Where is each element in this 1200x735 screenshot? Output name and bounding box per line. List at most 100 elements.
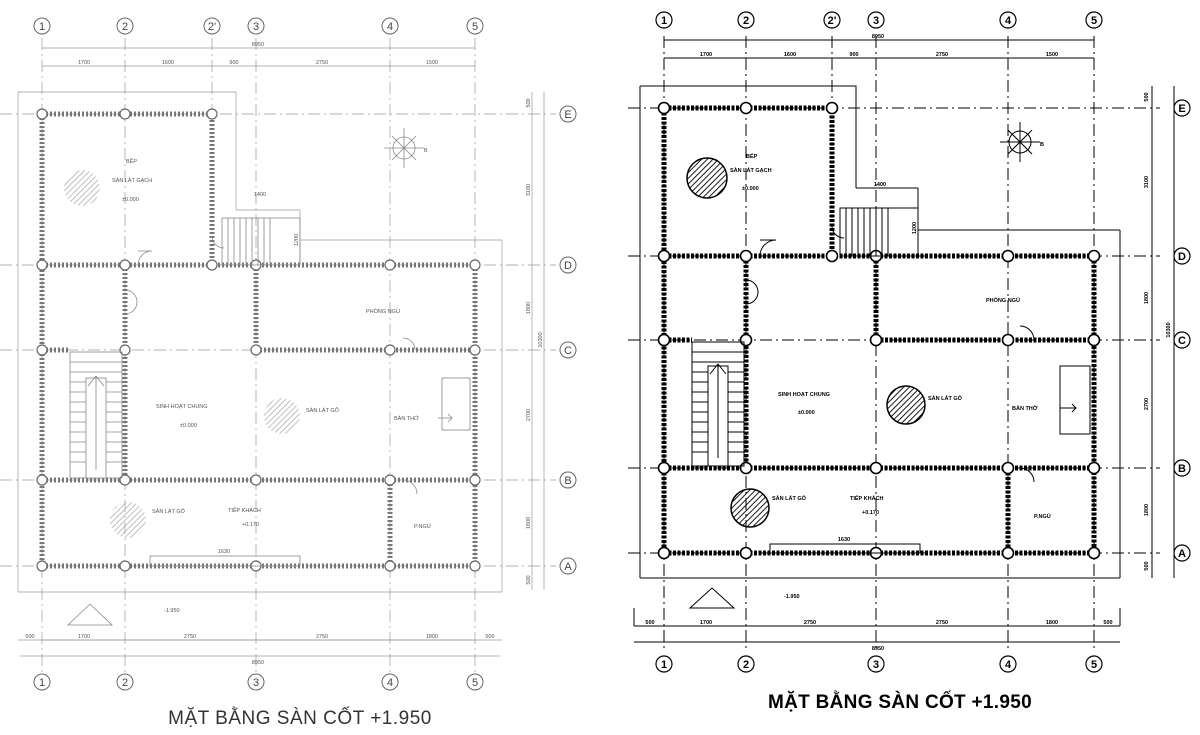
axis-label: C <box>1178 335 1186 347</box>
room-level-bep: ±0.000 <box>122 197 139 203</box>
dim-right: 500 <box>526 575 532 584</box>
dim-top: 1500 <box>1046 52 1058 58</box>
dim-right: 500 <box>526 98 532 107</box>
room-level-tiep-khach: +0.170 <box>862 510 879 516</box>
dim-right: 1800 <box>526 517 532 529</box>
floor-note: SÀN LÁT GỖ <box>306 407 340 414</box>
dim-bottom: 1700 <box>700 620 712 626</box>
stair-dim-width: 1400 <box>874 182 886 188</box>
dim-total-top: 8950 <box>872 34 884 40</box>
room-level-bep: ±0.000 <box>742 186 759 192</box>
stair-dim-height: 1200 <box>294 234 300 246</box>
room-label-p-ngu: P.NGỦ <box>1034 513 1051 520</box>
room-level-sinh-hoat: ±0.000 <box>798 410 815 416</box>
dim-right: 500 <box>1144 561 1150 570</box>
axis-label: A <box>1178 548 1186 560</box>
axis-label: 2 <box>743 659 749 671</box>
dim-right: 1800 <box>1144 504 1150 516</box>
dim-bottom: 500 <box>25 634 34 640</box>
axis-label: C <box>564 345 572 357</box>
dim-right: 3100 <box>1144 176 1150 188</box>
dim-top: 2750 <box>316 60 328 66</box>
dim-total-bottom: 8950 <box>252 660 264 666</box>
axis-label: 2' <box>828 15 837 27</box>
axis-label: 3 <box>873 15 879 27</box>
dim-total-top: 8950 <box>252 42 264 48</box>
axis-label: 4 <box>1005 659 1012 671</box>
room-label-ban-tho: BÀN THỜ <box>394 415 419 422</box>
dim-bottom: 1800 <box>426 634 438 640</box>
dim-right: 2700 <box>1144 398 1150 410</box>
floor-note: SÀN LÁT GỖ <box>928 395 963 402</box>
floor-plan-right: 1 2 2' 3 4 5 1 2 3 4 5 E D C B A 8950 17… <box>600 0 1200 735</box>
room-level-tiep-khach: +0.170 <box>242 522 259 528</box>
axis-label: E <box>564 109 571 121</box>
axis-label: D <box>564 260 572 272</box>
dim-bottom: 2750 <box>936 620 948 626</box>
room-label-ban-tho: BÀN THỜ <box>1012 404 1038 412</box>
dim-bottom: 500 <box>485 634 494 640</box>
dim-top: 1700 <box>78 60 90 66</box>
axis-label: D <box>1178 251 1186 263</box>
stair-dim-width: 1400 <box>254 192 266 198</box>
window-dim: 1630 <box>838 537 850 543</box>
north-letter: B <box>424 148 428 154</box>
axis-label: 4 <box>387 677 393 689</box>
dim-top: 1500 <box>426 60 438 66</box>
dim-top: 1600 <box>784 52 796 58</box>
axis-label: 1 <box>39 21 45 33</box>
dim-total-right: 10300 <box>1166 322 1172 337</box>
dim-top: 1700 <box>700 52 712 58</box>
room-label-bep: BẾP <box>746 153 758 160</box>
axis-label: 1 <box>661 15 667 27</box>
axis-label: 2' <box>208 21 216 33</box>
axis-label: B <box>564 475 571 487</box>
dim-top: 1600 <box>162 60 174 66</box>
dim-bottom: 2750 <box>804 620 816 626</box>
plan-title: MẶT BẰNG SÀN CỐT +1.950 <box>768 692 1032 713</box>
north-letter: B <box>1040 142 1044 148</box>
axis-label: 3 <box>873 659 879 671</box>
plan-title: MẶT BẰNG SÀN CỐT +1.950 <box>168 708 432 729</box>
dim-top: 2750 <box>936 52 948 58</box>
axis-label: 1 <box>661 659 667 671</box>
room-label-phong-ngu: PHÒNG NGỦ <box>366 308 400 315</box>
axis-label: E <box>1178 103 1185 115</box>
axis-label: 5 <box>472 677 478 689</box>
floor-plan-drawing: 1 2 2' 3 4 5 1 2 3 4 5 E D C B A 8950 17… <box>628 11 1191 673</box>
axis-label: 4 <box>1005 15 1012 27</box>
room-floor-bep: SÀN LÁT GẠCH <box>112 177 152 184</box>
dim-right: 1800 <box>526 302 532 314</box>
stair-dim-height: 1200 <box>912 222 918 234</box>
axis-label: 5 <box>1091 659 1097 671</box>
dim-right: 1800 <box>1144 292 1150 304</box>
room-label-phong-ngu: PHÒNG NGỦ <box>986 296 1020 304</box>
dim-total-right: 10300 <box>538 332 544 347</box>
floor-plan-drawing: 1 2 2' 3 4 5 1 2 3 4 5 E D C B A 8950 17… <box>0 17 577 691</box>
room-label-sinh-hoat: SINH HOẠT CHUNG <box>156 404 208 410</box>
floor-note: SÀN LÁT GỖ <box>152 508 186 515</box>
axis-label: 5 <box>1091 15 1097 27</box>
room-label-tiep-khach: TIẾP KHÁCH <box>228 507 261 514</box>
axis-label: B <box>1178 463 1186 475</box>
room-label-p-ngu: P.NGỦ <box>414 523 431 530</box>
outside-level: -1.950 <box>784 594 800 600</box>
room-label-bep: BẾP <box>126 158 137 165</box>
axis-label: 1 <box>39 677 45 689</box>
axis-label: 4 <box>387 21 393 33</box>
axis-label: 5 <box>472 21 478 33</box>
axis-label: 3 <box>253 21 259 33</box>
dim-bottom: 1700 <box>78 634 90 640</box>
axis-label: 2 <box>743 15 749 27</box>
dim-top: 900 <box>229 60 238 66</box>
dim-right: 500 <box>1144 92 1150 101</box>
dim-bottom: 500 <box>645 620 654 626</box>
dim-right: 2700 <box>526 409 532 421</box>
floor-plan-left: 1 2 2' 3 4 5 1 2 3 4 5 E D C B A 8950 17… <box>0 17 577 729</box>
axis-label: A <box>564 561 572 573</box>
axis-bubble <box>33 17 51 35</box>
dim-right: 3100 <box>526 184 532 196</box>
window-dim: 1630 <box>218 549 230 555</box>
room-level-sinh-hoat: ±0.000 <box>180 423 197 429</box>
room-label-tiep-khach: TIẾP KHÁCH <box>850 495 884 502</box>
